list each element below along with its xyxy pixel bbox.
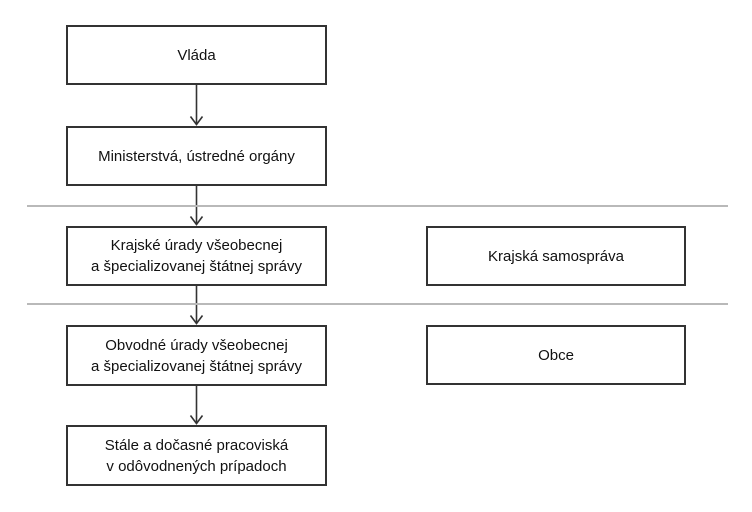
node-vlada: Vláda [66,25,327,85]
arrow-down-icon [189,386,204,425]
node-obvodne-urady-label-line1: Obvodné úrady všeobecnej [105,336,288,354]
node-stale-pracoviska-label-line1: Stále a dočasné pracoviská [104,436,289,454]
arrow-down-icon [189,85,204,126]
node-krajske-urady-label-line1: Krajské úrady všeobecnej [110,237,283,254]
node-stale-pracoviska: Stále a dočasné pracoviská v odôvodnenýc… [66,425,327,486]
node-obce: Obce [426,325,686,385]
node-krajska-samosprava: Krajská samospráva [426,226,686,286]
node-krajske-urady-label-line2: a špecializovanej štátnej správy [91,258,302,275]
node-krajska-samosprava-label: Krajská samospráva [488,247,624,265]
level-divider-1 [27,205,728,207]
node-ministerstva-label: Ministerstvá, ústredné orgány [98,147,295,165]
node-ministerstva: Ministerstvá, ústredné orgány [66,126,327,186]
node-krajske-urady: Krajské úrady všeobecnej a špecializovan… [66,226,327,286]
node-obce-label: Obce [538,346,574,364]
level-divider-2 [27,303,728,305]
node-obvodne-urady: Obvodné úrady všeobecnej a špecializovan… [66,325,327,386]
node-obvodne-urady-label-line2: a špecializovanej štátnej správy [91,357,302,375]
node-stale-pracoviska-label-line2: v odôvodnených prípadoch [106,457,287,475]
node-vlada-label: Vláda [177,46,216,64]
